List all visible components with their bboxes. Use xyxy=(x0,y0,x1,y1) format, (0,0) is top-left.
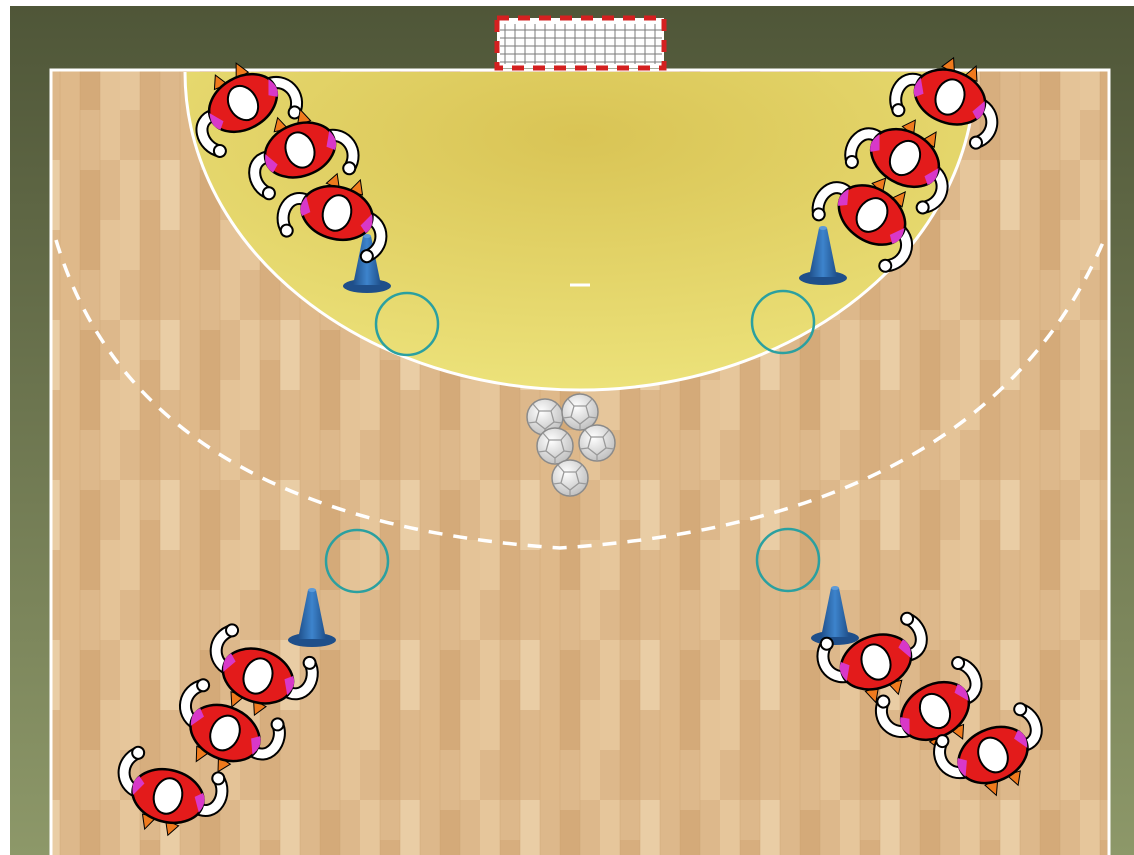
ball-icon xyxy=(552,460,588,496)
goal-icon xyxy=(497,18,664,68)
ball-icon xyxy=(537,428,573,464)
ball-icon xyxy=(579,425,615,461)
ball-icon xyxy=(562,394,598,430)
